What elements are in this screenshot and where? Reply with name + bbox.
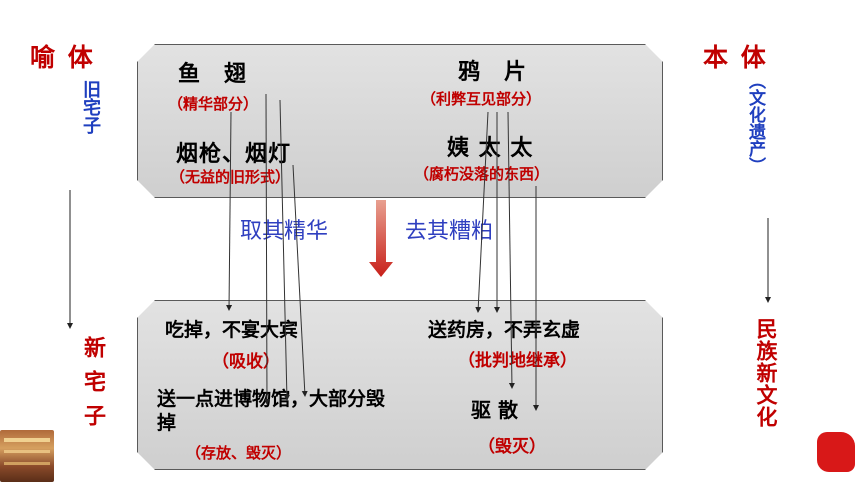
action-eat: 吃掉，不宴大宾: [165, 319, 299, 341]
note-store-destroy: （存放、毁灭）: [186, 444, 292, 462]
term-concubine: 姨 太 太: [447, 136, 534, 161]
note-decadent: （腐朽没落的东西）: [414, 165, 550, 183]
action-pharmacy: 送药房，不弄玄虚: [428, 319, 581, 341]
top-panel: [137, 44, 663, 198]
center-red-arrow: [369, 200, 393, 277]
note-critical-inherit: （批判地继承）: [458, 351, 577, 371]
term-opium: 鸦 片: [458, 60, 528, 85]
term-pipe-lamp: 烟枪、烟灯: [176, 142, 292, 167]
note-absorb: （吸收）: [212, 352, 280, 372]
new-house-label: 新宅子: [80, 336, 105, 438]
left-title: 喻 体: [30, 43, 95, 72]
right-title: 本 体: [703, 43, 768, 72]
note-destroy: （毁灭）: [478, 437, 546, 457]
take-essence-phrase: 取其精华: [240, 219, 329, 244]
action-disperse: 驱 散: [471, 398, 518, 422]
note-essence: （精华部分）: [168, 95, 259, 113]
term-shark-fin: 鱼 翅: [178, 62, 248, 87]
national-culture-label: 民族新文化: [754, 318, 778, 428]
red-seal-stamp: [817, 432, 855, 472]
old-house-label: 旧宅子: [80, 80, 101, 134]
decorative-building-image: [0, 430, 54, 482]
cultural-heritage-label: （文化遗产）: [745, 72, 765, 174]
bottom-panel: [137, 300, 663, 470]
remove-dross-phrase: 去其糟粕: [405, 219, 494, 244]
note-mixed: （利弊互见部分）: [421, 90, 542, 108]
action-museum: 送一点进博物馆，大部分毁掉: [157, 388, 386, 434]
